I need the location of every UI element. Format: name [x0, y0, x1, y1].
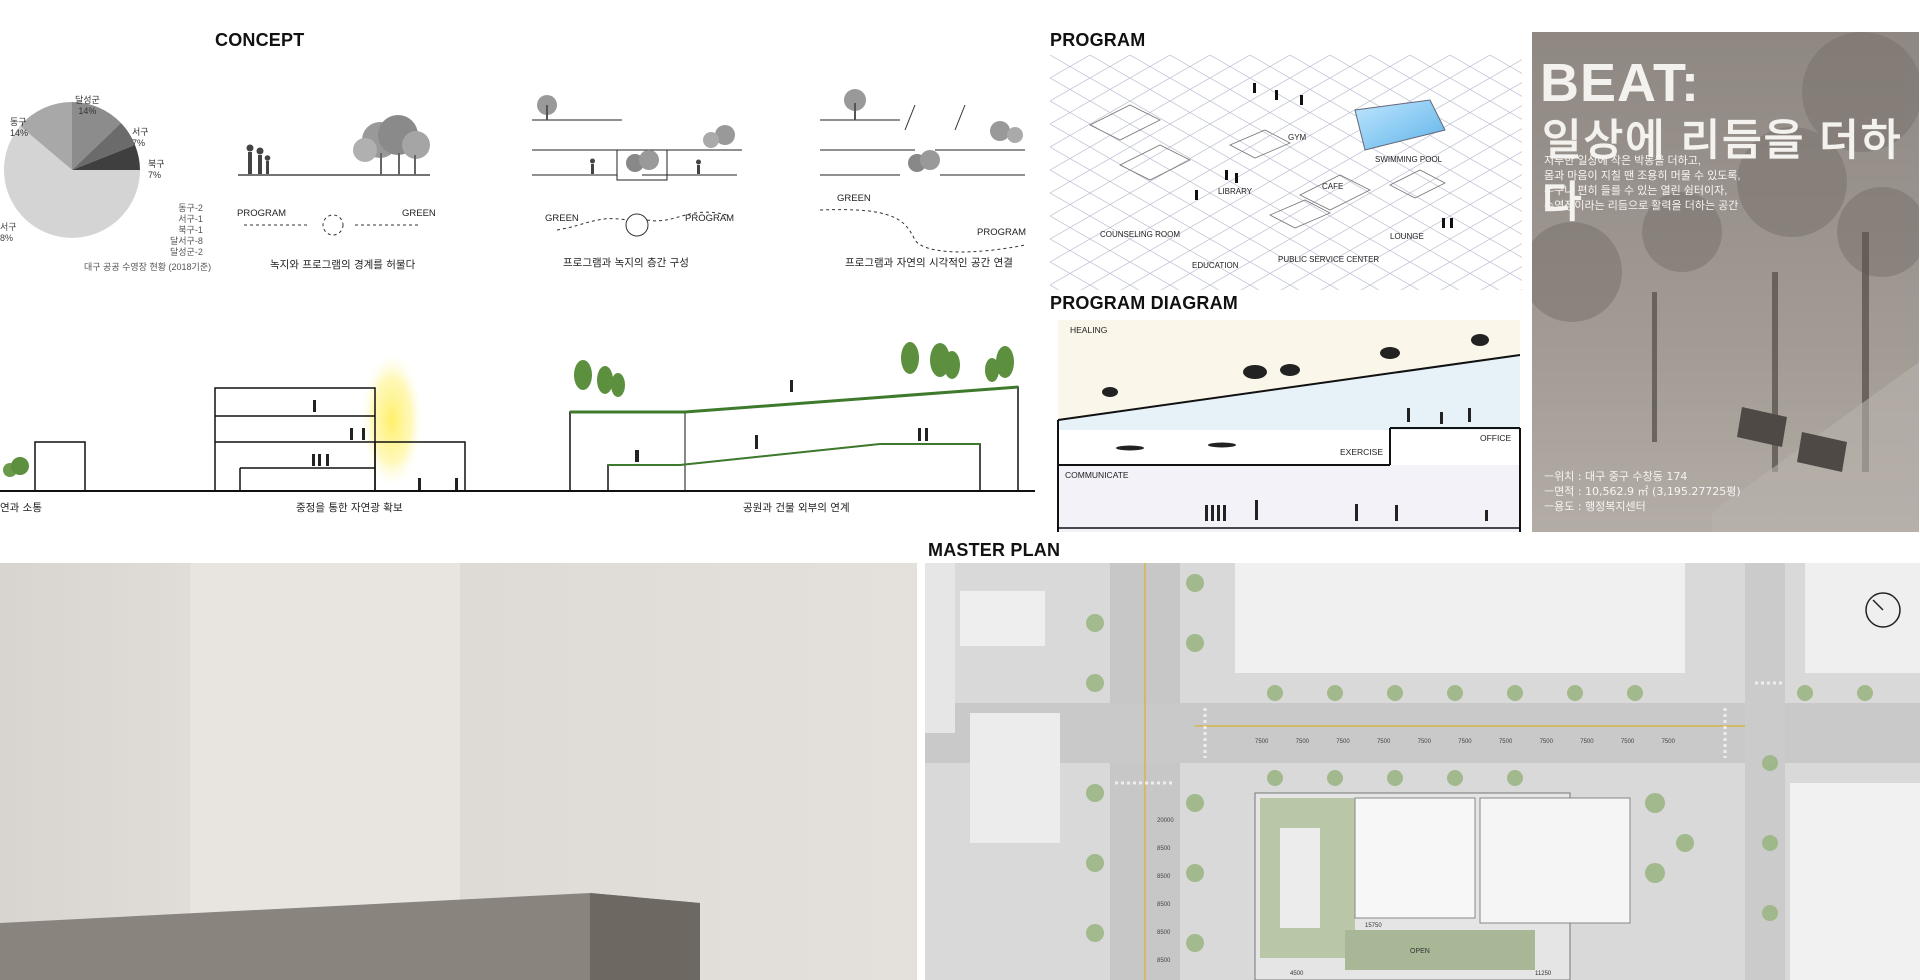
plan-dims-top: 7500 7500 7500 7500 7500 7500 7500 7500 … [1255, 739, 1675, 745]
diagram-label-office: OFFICE [1480, 433, 1512, 443]
program-heading: PROGRAM [1050, 30, 1146, 50]
pie-slice-bukgu [72, 145, 140, 170]
dim-label: 7500 [1255, 739, 1269, 745]
program-diagram-heading: PROGRAM DIAGRAM [1050, 293, 1238, 313]
pie-slice-dalseong [72, 102, 121, 170]
people-figures [246, 144, 271, 174]
dim-label: 7500 [1580, 739, 1594, 745]
pie-slice-dalseogu [4, 126, 141, 238]
beat-title: BEAT: [1540, 53, 1700, 113]
dim-label: 8500 [1157, 902, 1171, 908]
diagram-label-exercise: EXERCISE [1340, 447, 1383, 457]
plan-label-dim: 15750 [1365, 923, 1382, 929]
dim-label: 7500 [1376, 739, 1391, 745]
dim-label: 7500 [1295, 739, 1310, 745]
master-plan-heading: MASTER PLAN [928, 540, 1061, 560]
concept2-caption: 프로그램과 녹지의 층간 구성 [563, 257, 689, 269]
beat-subtitle: 일상에 리듬을 더하다 [1542, 117, 1903, 227]
diagram-label-healing: HEALING [1070, 325, 1108, 335]
pie-label-bukgu: 북구 7% [148, 159, 165, 180]
dim-label: 7500 [1458, 739, 1472, 745]
pie-label-dalseogu: 서구 8% [0, 222, 17, 243]
concept1-caption: 녹지와 프로그램의 경계를 허물다 [270, 259, 416, 271]
pie-slice-seogu [72, 123, 135, 170]
plan-label-dim: 4500 [1290, 971, 1304, 977]
pie-slice-donggu [20, 101, 72, 170]
section-diagrams: 연과 소통 중정을 통한 자연광 확보 공원과 건물 외부의 연계 [0, 320, 1040, 530]
section-1-caption: 중정을 통한 자연광 확보 [296, 502, 403, 514]
program-isometric: GYM SWIMMING POOL LIBRARY CAFE COUNSELIN… [1050, 55, 1522, 290]
master-plan: 7500 7500 7500 7500 7500 7500 7500 7500 … [925, 563, 1920, 980]
dim-label: 7500 [1417, 739, 1431, 745]
north-arrow-icon [1865, 592, 1901, 628]
dim-label: 20000 [1157, 818, 1174, 824]
concept-diagram-1: PROGRAM GREEN 녹지와 프로그램의 경계를 허물다 [230, 95, 440, 275]
program-diagram: HEALING EXERCISE OFFICE COMMUNICATE [1050, 320, 1525, 532]
beat-info-area: ㅡ면적 : 10,562.9 ㎡ (3,195.27725평) [1544, 485, 1741, 498]
pie-legend-item: 달서구-8 [170, 236, 203, 246]
pie-label-seogu: 서구 7% [132, 127, 149, 148]
diagram-label-communicate: COMMUNICATE [1065, 470, 1129, 480]
concept3-left-label: GREEN [837, 193, 871, 204]
beat-info: ㅡ위치 : 대구 중구 수창동 174 ㅡ면적 : 10,562.9 ㎡ (3,… [1544, 469, 1741, 514]
section-1-building [214, 350, 466, 492]
concept-heading: CONCEPT [215, 30, 305, 50]
program-label-library: LIBRARY [1218, 187, 1253, 196]
pie-legend: 동구-2 서구-1 북구-1 달서구-8 달성군-2 [170, 203, 203, 258]
pie-source: 대구 공공 수영장 현황 (2018기준) [84, 262, 212, 272]
concept1-left-label: PROGRAM [237, 208, 287, 219]
plan-label-open: OPEN [1410, 948, 1430, 955]
concept3-right-label: PROGRAM [977, 227, 1027, 238]
pie-legend-item: 서구-1 [178, 214, 203, 224]
dim-label: 8500 [1157, 930, 1171, 936]
dim-label: 8500 [1157, 846, 1171, 852]
pie-legend-item: 달성군-2 [170, 247, 203, 257]
beat-info-location: ㅡ위치 : 대구 중구 수창동 174 [1544, 470, 1688, 483]
dim-label: 7500 [1661, 739, 1675, 745]
program-label-cafe: CAFE [1322, 182, 1344, 191]
section-0-caption: 연과 소통 [0, 502, 42, 514]
pie-legend-item: 동구-2 [178, 203, 203, 213]
concept-diagram-3: GREEN PROGRAM 프로그램과 자연의 시각적인 공간 연결 [815, 75, 1030, 275]
beat-info-use: ㅡ용도 : 행정복지센터 [1544, 500, 1646, 513]
program-label-public-service: PUBLIC SERVICE CENTER [1278, 255, 1380, 264]
section-0 [3, 441, 86, 492]
plan-dims-left: 20000 8500 8500 8500 8500 8500 [1157, 818, 1174, 964]
section-2-building [569, 342, 1019, 491]
concept3-caption: 프로그램과 자연의 시각적인 공간 연결 [845, 257, 1013, 269]
program-label-lounge: LOUNGE [1390, 232, 1424, 241]
concept2-left-label: GREEN [545, 213, 579, 224]
pie-legend-item: 북구-1 [178, 225, 203, 235]
pie-chart: 달성군 14% 동구 14% 서구 7% 북구 7% 서구 8% 동구-2 서구… [0, 85, 215, 275]
plan-label-dim: 11250 [1535, 971, 1552, 977]
program-label-gym: GYM [1288, 133, 1307, 142]
concept2-right-label: PROGRAM [685, 213, 735, 224]
concept-diagram-2: GREEN PROGRAM 프로그램과 녹지의 층간 구성 [527, 75, 747, 275]
program-label-education: EDUCATION [1192, 261, 1239, 270]
dim-label: 7500 [1539, 739, 1553, 745]
pie-label-dalseong: 달성군 14% [75, 95, 100, 116]
dim-label: 8500 [1157, 874, 1171, 880]
swimming-pool [1354, 99, 1446, 151]
program-label-counseling: COUNSELING ROOM [1100, 230, 1181, 239]
pie-label-donggu: 동구 14% [10, 117, 29, 138]
concept1-right-label: GREEN [402, 208, 436, 219]
section-2-caption: 공원과 건물 외부의 연계 [743, 502, 850, 514]
beat-poster: BEAT: 일상에 리듬을 더하다 지루한 일상에 작은 박동을 더하고, 몸과… [1532, 32, 1919, 532]
interior-render [0, 563, 917, 980]
dim-label: 7500 [1498, 739, 1513, 745]
tree-cluster [353, 115, 430, 175]
dim-label: 7500 [1336, 739, 1350, 745]
dim-label: 8500 [1157, 958, 1171, 964]
program-label-pool: SWIMMING POOL [1375, 155, 1443, 164]
dim-label: 7500 [1620, 739, 1635, 745]
beat-description: 지루한 일상에 작은 박동을 더하고, 몸과 마음이 지칠 땐 조용히 머물 수… [1544, 155, 1741, 212]
